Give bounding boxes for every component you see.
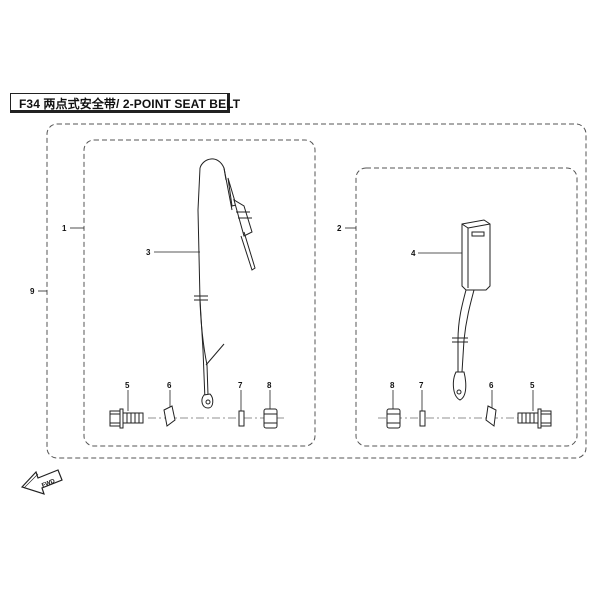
callout-7-right: 7 <box>419 381 424 390</box>
spacer-right <box>419 410 426 427</box>
assembly-boundary-left <box>83 139 316 447</box>
callout-4: 4 <box>411 249 416 258</box>
callout-1: 1 <box>62 224 67 233</box>
washer-left <box>163 405 176 427</box>
callout-2: 2 <box>337 224 342 233</box>
callout-6-right: 6 <box>489 381 494 390</box>
callout-7-left: 7 <box>238 381 243 390</box>
fwd-label: FWD <box>41 478 57 489</box>
assembly-boundary-right <box>355 167 578 447</box>
callout-5-left: 5 <box>125 381 130 390</box>
nut-right <box>386 408 401 429</box>
fwd-arrow-icon: FWD <box>20 469 63 495</box>
diagram-title: F34 两点式安全带/ 2-POINT SEAT BELT <box>19 95 240 112</box>
callout-8-left: 8 <box>267 381 272 390</box>
seat-belt-right <box>452 219 491 401</box>
callout-5-right: 5 <box>530 381 535 390</box>
diagram-name: 两点式安全带/ 2-POINT SEAT BELT <box>43 97 241 111</box>
callout-3: 3 <box>146 248 151 257</box>
diagram-code: F34 <box>19 97 40 111</box>
bolt-left <box>109 408 144 429</box>
callout-6-left: 6 <box>167 381 172 390</box>
bolt-right <box>517 408 552 429</box>
spacer-left <box>238 410 245 427</box>
nut-left <box>263 408 278 429</box>
washer-right <box>485 405 497 427</box>
leader-lines <box>38 227 534 411</box>
callout-8-right: 8 <box>390 381 395 390</box>
seat-belt-left <box>194 158 256 409</box>
diagram-title-box: F34 两点式安全带/ 2-POINT SEAT BELT <box>10 93 240 113</box>
callout-9: 9 <box>30 287 35 296</box>
